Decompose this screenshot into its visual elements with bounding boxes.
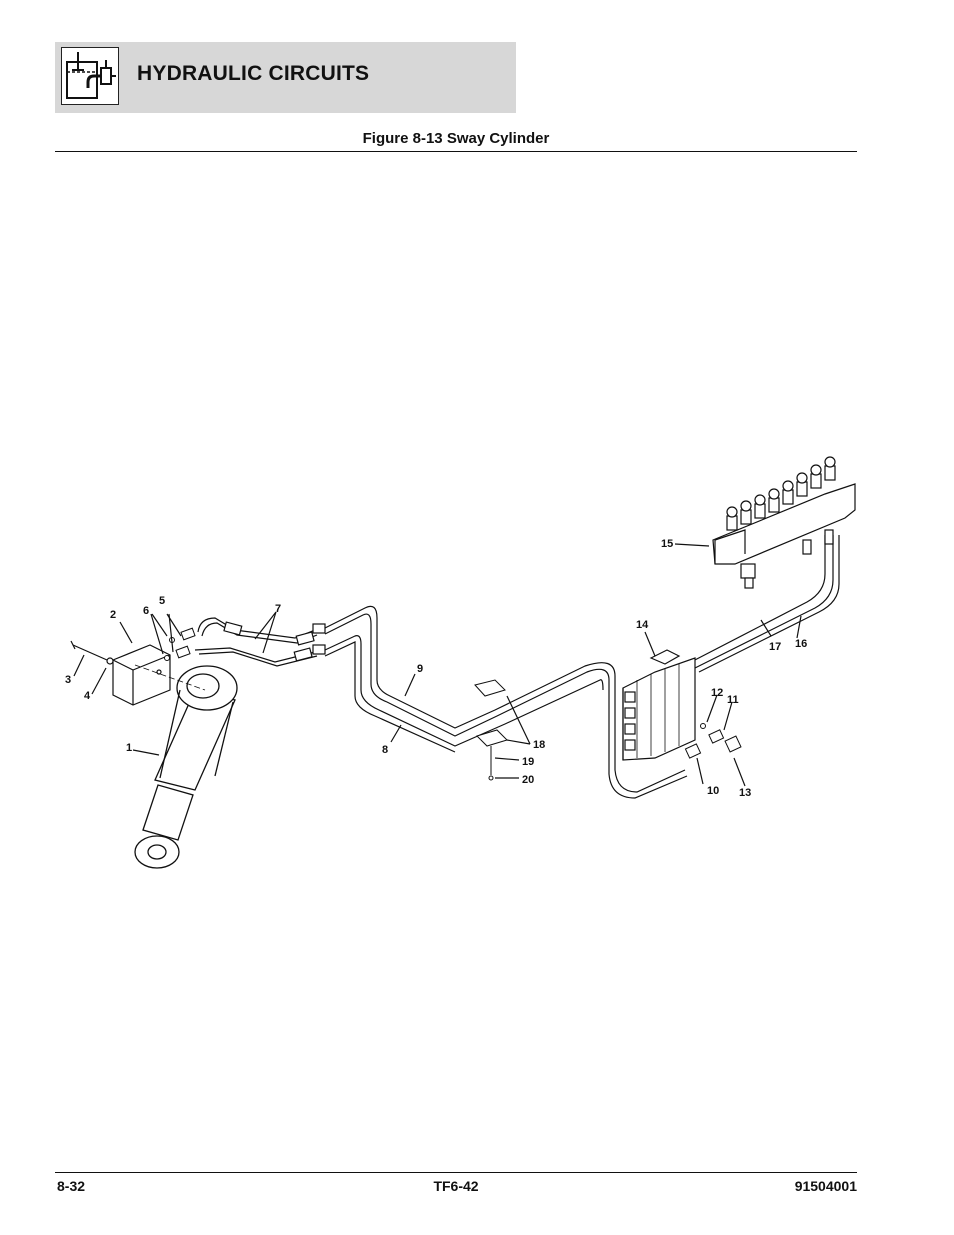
callout-6: 6 [143, 605, 149, 617]
callout-5: 5 [159, 595, 165, 607]
page-number: 8-32 [57, 1178, 86, 1194]
manifold-block [712, 456, 856, 589]
callout-8: 8 [382, 744, 388, 756]
callout-labels: 1 2 3 4 5 6 7 8 9 10 11 12 13 14 15 16 1… [65, 538, 807, 799]
callout-10: 10 [707, 785, 719, 797]
hoses [194, 617, 326, 667]
hydraulic-reservoir-icon [61, 47, 119, 105]
callout-15: 15 [661, 538, 673, 550]
callout-16: 16 [795, 638, 807, 650]
callout-9: 9 [417, 663, 423, 675]
callout-19: 19 [522, 756, 534, 768]
callout-1: 1 [126, 742, 132, 754]
callout-7: 7 [275, 603, 281, 615]
callout-2: 2 [110, 609, 116, 621]
header-rule [55, 151, 857, 152]
footer-rule [55, 1172, 857, 1173]
figure-caption: Figure 8-13 Sway Cylinder [362, 130, 550, 147]
mounting-bracket [70, 640, 171, 706]
section-title: HYDRAULIC CIRCUITS [137, 62, 370, 85]
document-number: 91504001 [794, 1178, 857, 1194]
leader-lines [73, 543, 802, 787]
callout-18: 18 [533, 739, 545, 751]
callout-13: 13 [739, 787, 751, 799]
callout-4: 4 [84, 690, 91, 702]
control-valve [622, 649, 696, 761]
elbow-fittings [684, 723, 742, 759]
header-band [55, 42, 516, 113]
model-number: TF6-42 [433, 1178, 479, 1194]
callout-12: 12 [711, 687, 723, 699]
callout-14: 14 [636, 619, 649, 631]
centerline [134, 664, 206, 691]
callout-17: 17 [769, 641, 781, 653]
callout-11: 11 [727, 694, 739, 706]
sway-cylinder [134, 665, 238, 869]
fittings [164, 627, 196, 661]
hydraulic-tubes [324, 535, 840, 799]
callout-20: 20 [522, 774, 534, 786]
tube-clamps [474, 679, 508, 781]
callout-3: 3 [65, 674, 71, 686]
sway-cylinder-diagram: 1 2 3 4 5 6 7 8 9 10 11 12 13 14 15 16 1… [65, 456, 856, 869]
